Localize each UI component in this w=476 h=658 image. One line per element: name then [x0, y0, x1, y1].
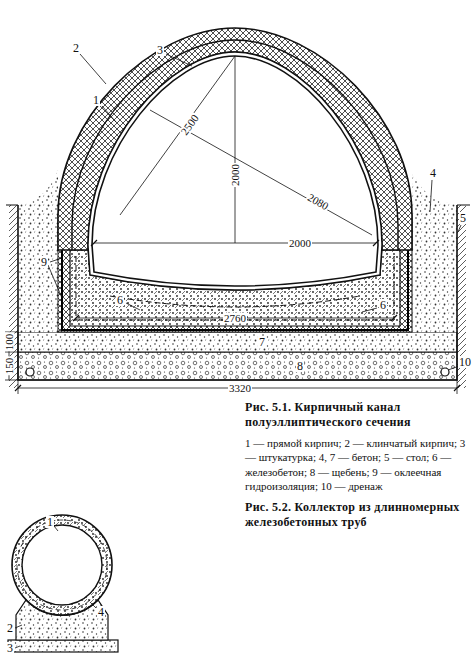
callout-number: 6 [116, 294, 124, 306]
dimension: 2760 [223, 313, 247, 324]
dimension: 2080 [305, 191, 331, 212]
callout-number: 1 [46, 516, 54, 528]
figure-caption: Рис. 5.2. Коллектор из длинномерных желе… [245, 500, 470, 530]
callout-number: 7 [258, 336, 266, 348]
dimension: 100 [4, 333, 15, 352]
callout-number: 1 [92, 94, 100, 106]
figure-caption: Рис. 5.1. Кирпичный канал полуэллиптичес… [245, 400, 470, 430]
callout-number: 4 [429, 167, 437, 179]
callout-number: 10 [458, 356, 472, 368]
key-text: 1 — прямой кирпич; 2 — клинчатый кирпич;… [245, 436, 470, 493]
dimension: 150 [4, 357, 15, 376]
callout-number: 3 [6, 642, 14, 654]
callout-number: 3 [156, 44, 164, 56]
dimension: 2000 [288, 238, 312, 249]
callout-number: 4 [97, 606, 105, 618]
callout-number: 2 [6, 622, 14, 634]
callout-number: 6 [379, 299, 387, 311]
callout-number: 5 [459, 212, 467, 224]
dimension: 2500 [178, 112, 201, 138]
callout-number: 2 [72, 42, 80, 54]
dimension: 3320 [228, 383, 252, 394]
callout-number: 9 [40, 256, 48, 268]
dimension: 2000 [230, 163, 241, 187]
callout-number: 8 [296, 360, 304, 372]
